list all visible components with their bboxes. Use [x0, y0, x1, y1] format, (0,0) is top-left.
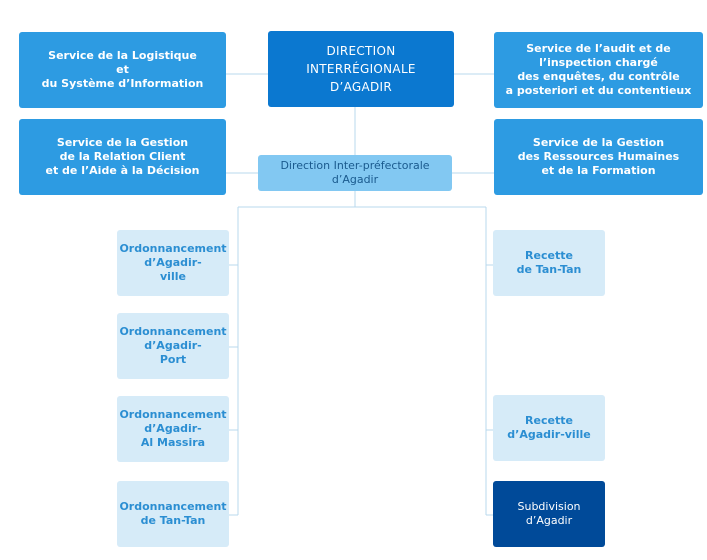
service-audit-box: Service de l’audit et de l’inspection ch… — [494, 32, 703, 108]
direction-inter-prefectorale-box: Direction Inter-préfectorale d’Agadir — [258, 155, 452, 191]
service-logistique-box: Service de la Logistique et du Système d… — [19, 32, 226, 108]
recette-agadir-ville-box: Recette d’Agadir-ville — [493, 395, 605, 461]
ordonnancement-tan-tan-box: Ordonnancement de Tan-Tan — [117, 481, 229, 547]
service-ressources-humaines-box: Service de la Gestion des Ressources Hum… — [494, 119, 703, 195]
recette-tan-tan-box: Recette de Tan-Tan — [493, 230, 605, 296]
ordonnancement-al-massira-box: Ordonnancement d’Agadir- Al Massira — [117, 396, 229, 462]
service-relation-client-box: Service de la Gestion de la Relation Cli… — [19, 119, 226, 195]
direction-interregionale-box: DIRECTION INTERRÉGIONALE D’AGADIR — [268, 31, 454, 107]
ordonnancement-agadir-ville-box: Ordonnancement d’Agadir- ville — [117, 230, 229, 296]
ordonnancement-agadir-port-box: Ordonnancement d’Agadir- Port — [117, 313, 229, 379]
subdivision-agadir-box: Subdivision d’Agadir — [493, 481, 605, 547]
